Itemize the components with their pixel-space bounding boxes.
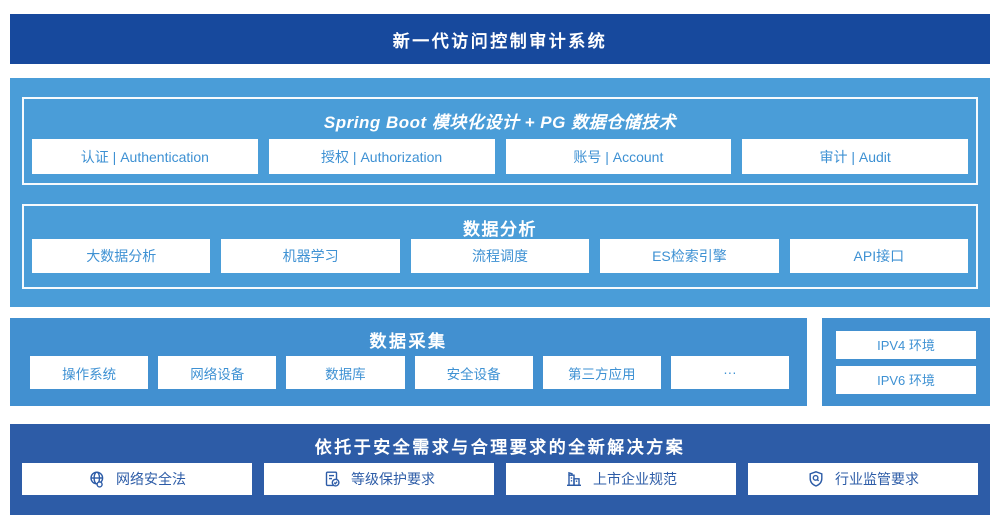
module-account: 账号 | Account: [505, 139, 732, 174]
module-api-interface: API接口: [789, 239, 969, 273]
solution-section: 依托于安全需求与合理要求的全新解决方案 网络安全法: [10, 424, 990, 515]
solution-item-label: 行业监管要求: [835, 471, 919, 487]
solution-item-label: 等级保护要求: [351, 471, 435, 487]
module-audit: 审计 | Audit: [742, 139, 968, 174]
environments-section: IPV4 环境 IPV6 环境: [822, 318, 990, 406]
shield-search-icon: [807, 470, 825, 488]
module-more-ellipsis: ···: [670, 356, 790, 389]
solution-cybersecurity-law: 网络安全法: [22, 463, 252, 495]
document-check-icon: [323, 470, 341, 488]
module-machine-learning: 机器学习: [221, 239, 400, 273]
solution-item-label: 上市企业规范: [593, 471, 677, 487]
module-process-scheduling: 流程调度: [410, 239, 590, 273]
springboot-frame-title: Spring Boot 模块化设计 + PG 数据仓储技术: [323, 113, 677, 132]
data-collection-section: 数据采集 操作系统 网络设备 数据库 安全设备 第三方应用 ···: [10, 318, 807, 406]
solution-item-row: 网络安全法 等级保护要求: [22, 463, 978, 495]
module-operating-system: 操作系统: [30, 356, 149, 389]
data-collection-title: 数据采集: [369, 332, 448, 351]
module-database: 数据库: [286, 356, 405, 389]
solution-listed-company: 上市企业规范: [506, 463, 736, 495]
platform-module-row: 认证 | Authentication 授权 | Authorization 账…: [32, 139, 968, 174]
solution-title: 依托于安全需求与合理要求的全新解决方案: [314, 438, 686, 457]
solution-grade-protection: 等级保护要求: [264, 463, 494, 495]
system-title-banner: 新一代访问控制审计系统: [10, 14, 990, 64]
env-ipv4: IPV4 环境: [836, 330, 976, 359]
module-thirdparty-app: 第三方应用: [542, 356, 661, 389]
solution-item-label: 网络安全法: [116, 471, 186, 487]
springboot-frame: Spring Boot 模块化设计 + PG 数据仓储技术 认证 | Authe…: [22, 97, 978, 185]
module-security-device: 安全设备: [414, 356, 533, 389]
module-bigdata-analysis: 大数据分析: [32, 239, 211, 273]
module-network-device: 网络设备: [158, 356, 277, 389]
env-ipv6: IPV6 环境: [836, 365, 976, 394]
module-es-search-engine: ES检索引擎: [600, 239, 779, 273]
system-title: 新一代访问控制审计系统: [392, 31, 608, 51]
collection-module-row: 操作系统 网络设备 数据库 安全设备 第三方应用 ···: [30, 356, 790, 389]
globe-icon: [88, 470, 106, 488]
analysis-module-row: 大数据分析 机器学习 流程调度 ES检索引擎 API接口: [32, 239, 969, 273]
module-authorization: 授权 | Authorization: [268, 139, 495, 174]
module-authentication: 认证 | Authentication: [32, 139, 258, 174]
building-icon: [565, 470, 583, 488]
data-analysis-frame: 数据分析 大数据分析 机器学习 流程调度 ES检索引擎 API接口: [22, 204, 978, 289]
solution-industry-regulation: 行业监管要求: [748, 463, 978, 495]
platform-section: Spring Boot 模块化设计 + PG 数据仓储技术 认证 | Authe…: [10, 78, 990, 307]
data-analysis-title: 数据分析: [463, 220, 537, 239]
